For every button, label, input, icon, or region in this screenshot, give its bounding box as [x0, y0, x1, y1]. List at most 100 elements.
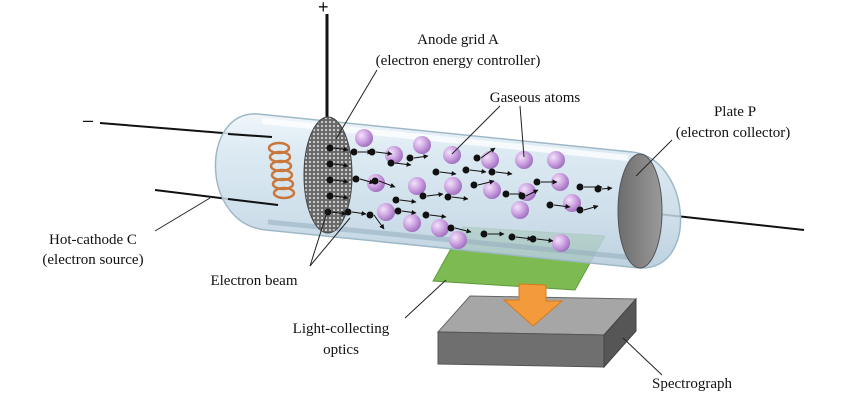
- gas-atom: [385, 146, 403, 164]
- electron: [371, 177, 379, 185]
- electron: [470, 181, 478, 189]
- beam-leader-1: [309, 208, 329, 267]
- anode-label-line2: (electron energy controller): [376, 53, 541, 69]
- gas-atom: [403, 214, 421, 232]
- electron-direction-arrow: [331, 210, 347, 216]
- optics-label-line1: Light-collecting: [293, 321, 390, 337]
- gas-atom: [408, 177, 426, 195]
- anode-grid: [303, 116, 353, 234]
- electron: [508, 233, 516, 241]
- electron-direction-arrow: [351, 210, 367, 216]
- electron: [326, 192, 334, 200]
- electron-direction-arrow: [333, 178, 349, 184]
- electron-direction-arrow: [525, 189, 539, 197]
- electron: [352, 175, 360, 183]
- electron: [392, 196, 400, 204]
- spectrograph-label: Spectrograph: [652, 376, 732, 392]
- hot-cathode-coil: [267, 141, 296, 200]
- electron: [366, 211, 374, 219]
- electron: [473, 154, 481, 162]
- spectrograph-box-end: [603, 297, 637, 369]
- electron-direction-arrow: [515, 235, 533, 241]
- spectrograph-leader: [622, 337, 663, 376]
- anode-label-line1: Anode grid A: [417, 32, 499, 48]
- spectrograph-box-side: [437, 331, 605, 368]
- electron: [502, 190, 510, 198]
- electron: [422, 211, 430, 219]
- gas-atom: [552, 234, 570, 252]
- plus-sign: +: [318, 0, 329, 17]
- electron-direction-arrow: [454, 227, 472, 234]
- beam-leader-2: [309, 217, 351, 267]
- gaseous-leader-2: [519, 105, 525, 158]
- electron: [480, 230, 488, 238]
- gaseous-atoms-label: Gaseous atoms: [490, 90, 581, 106]
- electron: [576, 206, 584, 214]
- electron: [326, 144, 334, 152]
- electron-direction-arrow: [373, 214, 385, 230]
- electron-direction-arrow: [451, 195, 469, 201]
- gas-atom: [547, 151, 565, 169]
- cathode-leader: [154, 197, 211, 232]
- optics-label-line2: optics: [323, 342, 359, 358]
- electron-direction-arrow: [333, 162, 349, 168]
- gas-atom: [444, 177, 462, 195]
- cathode-internal-wire: [227, 198, 279, 206]
- electron: [576, 183, 584, 191]
- minus-sign: –: [83, 110, 93, 130]
- gas-atom: [481, 151, 499, 169]
- electron-direction-arrow: [429, 213, 447, 219]
- gas-atom: [355, 129, 373, 147]
- light-path-arrow: [502, 283, 564, 327]
- electron: [529, 235, 537, 243]
- gaseous-atoms: [355, 129, 581, 252]
- gas-atom: [511, 201, 529, 219]
- electron-direction-arrow: [583, 204, 599, 211]
- gaseous-leader-1: [451, 105, 501, 155]
- electron: [594, 185, 602, 193]
- electron-direction-arrow: [359, 178, 375, 185]
- electron-direction-arrow: [601, 185, 613, 191]
- electron-direction-arrow: [439, 170, 457, 176]
- plate-leader: [635, 139, 673, 177]
- electron-direction-arrow: [375, 150, 393, 156]
- electron-direction-arrow: [469, 168, 487, 174]
- electron-direction-arrow: [480, 147, 496, 159]
- electron-direction-arrow: [333, 146, 349, 152]
- cathode-label-line2: (electron source): [42, 252, 143, 268]
- electron: [518, 192, 526, 200]
- electron: [462, 166, 470, 174]
- cathode-label-line1: Hot-cathode C: [49, 232, 137, 248]
- electron-beam-label: Electron beam: [210, 273, 297, 289]
- electron-direction-arrow: [399, 198, 417, 204]
- electron: [326, 176, 334, 184]
- optics-leader: [404, 279, 447, 319]
- electron: [444, 193, 452, 201]
- gas-atom: [377, 203, 395, 221]
- gas-atom: [413, 136, 431, 154]
- electron-direction-arrow: [426, 192, 444, 198]
- electron-direction-arrow: [394, 161, 412, 167]
- gas-atom: [551, 173, 569, 191]
- electron: [387, 159, 395, 167]
- electron: [432, 168, 440, 176]
- plate-label-line2: (electron collector): [676, 125, 791, 141]
- plate-p: [617, 153, 663, 269]
- electron: [406, 154, 414, 162]
- electron: [394, 207, 402, 215]
- electron: [326, 160, 334, 168]
- electron: [533, 178, 541, 186]
- electron-direction-arrow: [536, 237, 554, 243]
- electron-direction-arrow: [333, 194, 349, 200]
- electron-direction-arrow: [477, 179, 495, 186]
- electron-direction-arrow: [413, 154, 429, 160]
- gas-atom: [483, 181, 501, 199]
- electrons: [324, 144, 613, 243]
- electron: [350, 148, 358, 156]
- cathode-internal-wire: [227, 133, 273, 138]
- anode-leader: [335, 69, 378, 140]
- gas-atom: [515, 151, 533, 169]
- electron: [368, 148, 376, 156]
